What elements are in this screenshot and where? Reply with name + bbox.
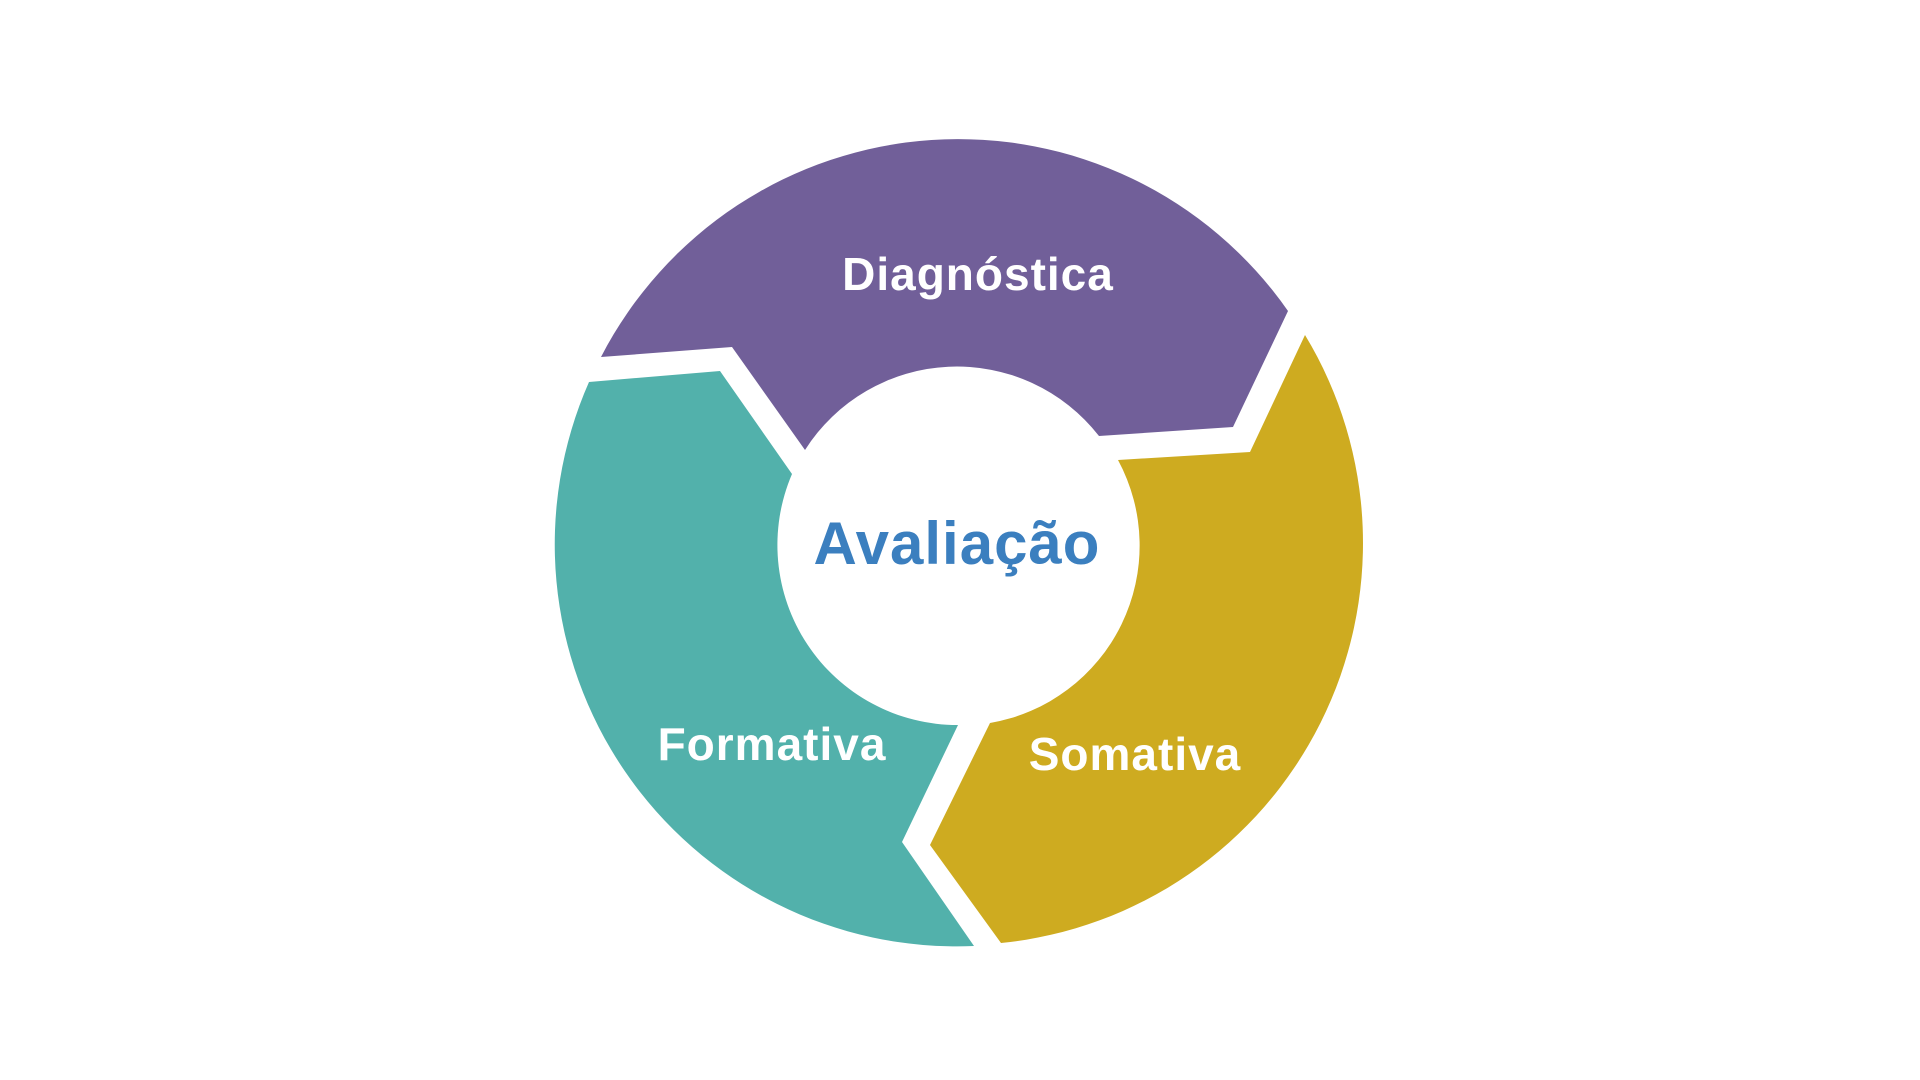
segment-formativa (554, 371, 974, 947)
segment-label-diagnostica: Diagnóstica (842, 248, 1114, 300)
segment-somativa (930, 335, 1363, 943)
segment-label-formativa: Formativa (658, 718, 887, 770)
center-label-avaliacao: Avaliação (814, 510, 1101, 577)
segment-label-somativa: Somativa (1029, 728, 1242, 780)
segment-diagnostica (601, 139, 1288, 450)
